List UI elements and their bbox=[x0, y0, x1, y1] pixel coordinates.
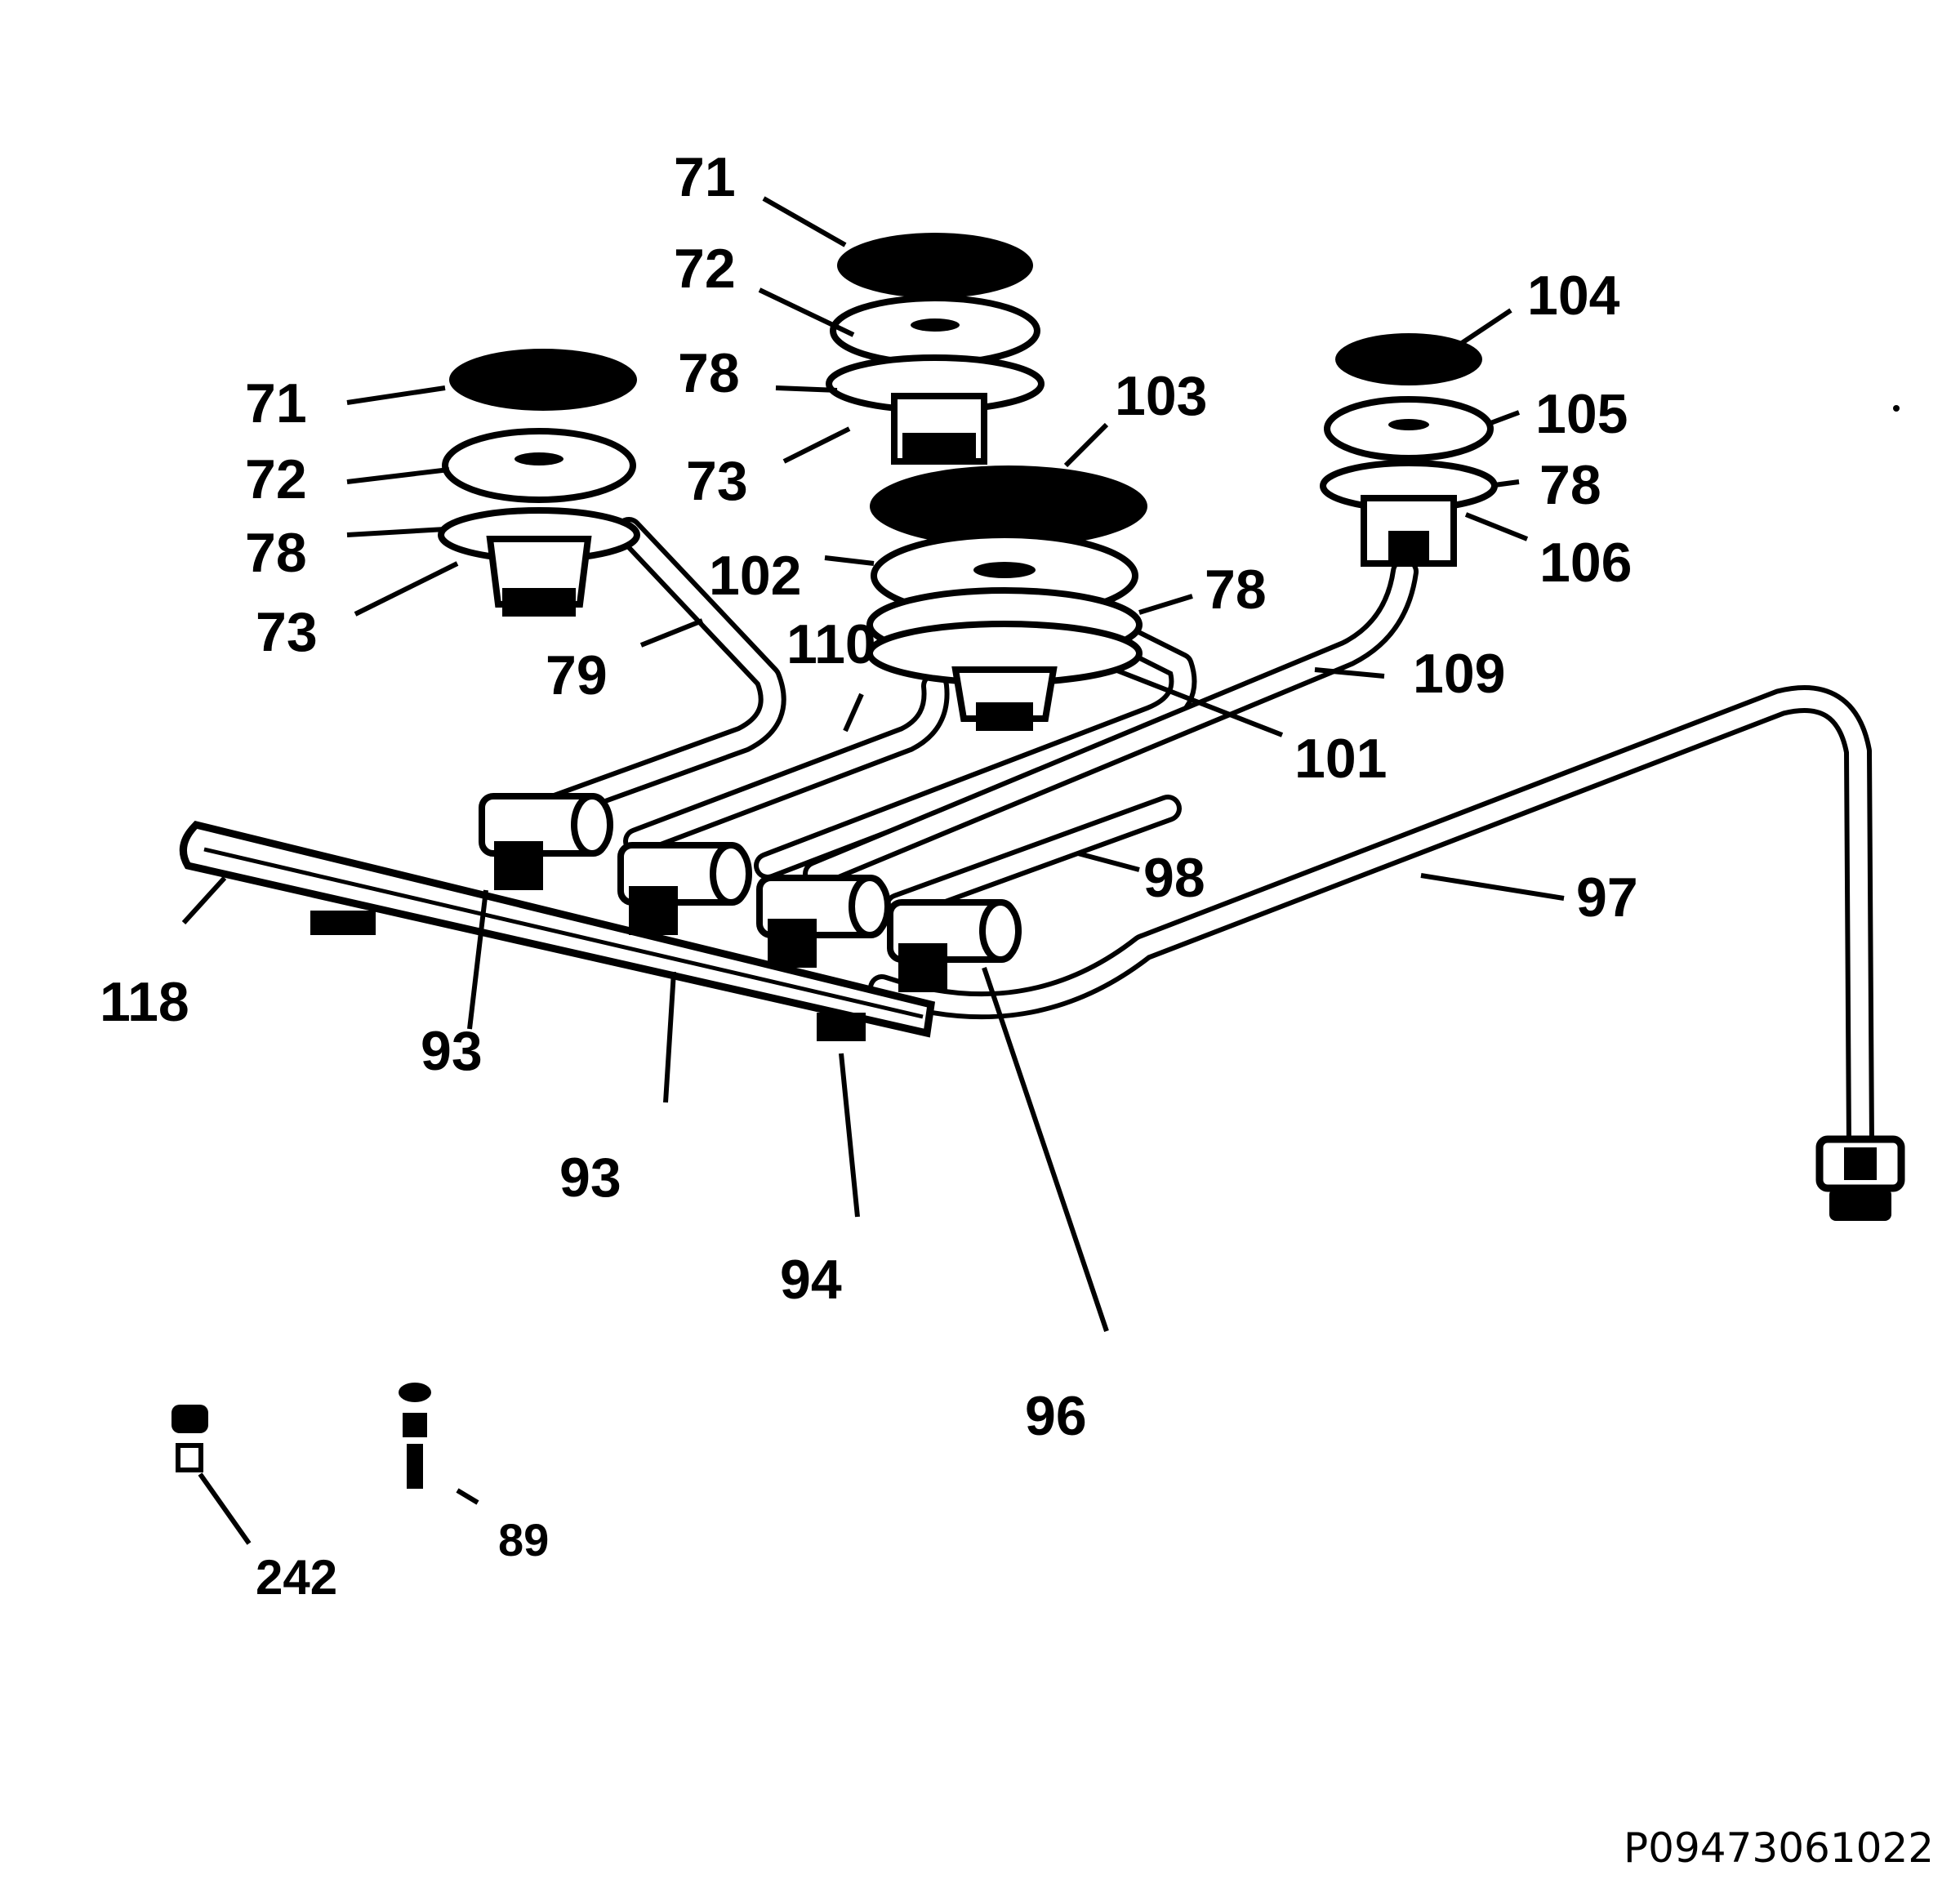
clip-242 bbox=[172, 1405, 208, 1472]
callout-89: 89 bbox=[498, 1514, 549, 1566]
main-gas-pipe bbox=[868, 685, 1874, 1157]
gas-valve-3 bbox=[756, 875, 891, 968]
callout-78-right: 78 bbox=[1539, 454, 1601, 516]
callout-73-top: 73 bbox=[686, 450, 748, 512]
callout-93-lower: 93 bbox=[559, 1147, 621, 1209]
callout-96: 96 bbox=[1025, 1385, 1087, 1447]
left-burner-assembly bbox=[438, 349, 640, 617]
pipe-end-fitting bbox=[1815, 1135, 1905, 1221]
callout-109: 109 bbox=[1413, 643, 1505, 705]
gas-valves bbox=[479, 793, 1022, 992]
callout-71-left: 71 bbox=[245, 372, 307, 434]
callout-labels: 71 72 78 73 103 104 105 78 106 71 72 78 … bbox=[100, 146, 1638, 1605]
screw-89 bbox=[399, 1383, 431, 1489]
center-back-burner-cap bbox=[837, 233, 1033, 298]
right-burner-cap bbox=[1335, 333, 1482, 385]
callout-72-left: 72 bbox=[245, 448, 307, 510]
callout-104: 104 bbox=[1527, 265, 1620, 327]
callout-242: 242 bbox=[256, 1550, 337, 1605]
document-id: P09473061022 bbox=[1624, 1824, 1934, 1872]
callout-78-left: 78 bbox=[245, 522, 307, 584]
pipe-79 bbox=[492, 517, 786, 839]
gas-valve-1 bbox=[479, 793, 613, 890]
callout-118: 118 bbox=[100, 971, 189, 1033]
pipe-110 bbox=[623, 672, 950, 855]
pipe-98 bbox=[884, 795, 1182, 920]
callout-98: 98 bbox=[1143, 847, 1205, 909]
callout-97: 97 bbox=[1576, 866, 1638, 929]
gas-valve-2 bbox=[617, 842, 752, 935]
callout-103: 103 bbox=[1115, 365, 1207, 427]
gas-pipes bbox=[492, 517, 1905, 1221]
stray-dot bbox=[1893, 405, 1900, 412]
callout-94: 94 bbox=[780, 1249, 842, 1311]
left-burner-cap bbox=[449, 349, 637, 411]
callout-71-top: 71 bbox=[674, 146, 736, 208]
callout-72-top: 72 bbox=[674, 238, 736, 300]
large-burner-assembly bbox=[866, 465, 1147, 731]
callout-105: 105 bbox=[1535, 383, 1628, 445]
callout-73-left: 73 bbox=[256, 601, 318, 663]
callout-101: 101 bbox=[1294, 728, 1387, 790]
center-back-burner-assembly bbox=[826, 233, 1045, 465]
callout-79: 79 bbox=[546, 644, 608, 706]
callout-106: 106 bbox=[1539, 532, 1632, 594]
large-burner-cap bbox=[870, 465, 1147, 547]
manifold-rail bbox=[179, 821, 936, 1041]
callout-78-center: 78 bbox=[1205, 559, 1267, 621]
right-burner-assembly bbox=[1320, 333, 1498, 567]
leader-lines bbox=[181, 196, 1565, 1545]
callout-93-upper: 93 bbox=[421, 1020, 483, 1082]
callout-102: 102 bbox=[709, 545, 801, 607]
gas-valve-4 bbox=[887, 899, 1022, 992]
callout-110: 110 bbox=[786, 613, 876, 675]
callout-78-top: 78 bbox=[678, 342, 740, 404]
pipe-109 bbox=[803, 558, 1419, 888]
